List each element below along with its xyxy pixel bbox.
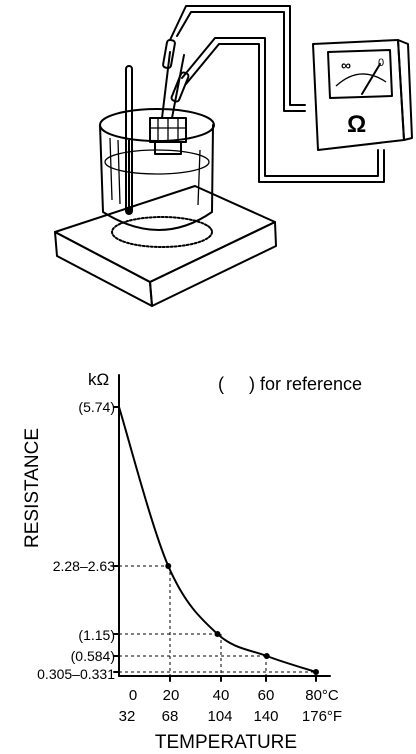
data-point-40 xyxy=(214,631,221,637)
y-tick-label-0: (5.74) xyxy=(78,399,115,415)
resistance-curve xyxy=(118,406,317,673)
thermometer xyxy=(125,65,133,215)
ohm-symbol: Ω xyxy=(347,111,366,138)
reference-note: ( ) for reference xyxy=(218,374,362,394)
x-tick-c-0: 0 xyxy=(129,687,137,704)
hot-plate xyxy=(54,185,277,307)
meter-infinity-label: ∞ xyxy=(341,57,351,73)
temperature-sensor xyxy=(149,38,190,155)
beaker xyxy=(99,108,215,231)
y-tick-label-3: (0.584) xyxy=(71,648,115,664)
meter-zero-label: 0 xyxy=(378,57,384,69)
x-tick-f-1: 68 xyxy=(162,708,179,725)
x-tick-c-4: 80°C xyxy=(305,687,339,704)
x-tick-f-3: 140 xyxy=(253,708,278,725)
x-tick-c-2: 40 xyxy=(213,687,230,704)
guide-lines xyxy=(119,565,317,676)
test-leads xyxy=(169,5,385,183)
data-point-80 xyxy=(313,669,319,675)
x-tick-f-4: 176°F xyxy=(302,708,342,725)
data-points xyxy=(165,563,319,675)
data-point-20 xyxy=(165,563,172,569)
x-tick-c-1: 20 xyxy=(163,687,180,704)
y-tick-label-4: 0.305–0.331 xyxy=(37,666,115,682)
test-setup-illustration: ∞ 0 Ω xyxy=(54,5,413,307)
x-tick-c-3: 60 xyxy=(258,687,275,704)
ohmmeter: ∞ 0 Ω xyxy=(312,39,413,151)
data-point-60 xyxy=(263,653,270,659)
resistance-chart: kΩ ( ) for reference RESISTANCE (5.74) 2… xyxy=(22,370,362,753)
y-tick-label-2: (1.15) xyxy=(78,627,115,643)
x-tick-f-0: 32 xyxy=(119,708,136,725)
x-tick-f-2: 104 xyxy=(207,708,232,725)
y-tick-label-1: 2.28–2.63 xyxy=(53,558,115,574)
x-axis-title: TEMPERATURE xyxy=(155,732,297,753)
y-axis-title: RESISTANCE xyxy=(22,428,43,548)
y-unit-label: kΩ xyxy=(88,370,109,389)
